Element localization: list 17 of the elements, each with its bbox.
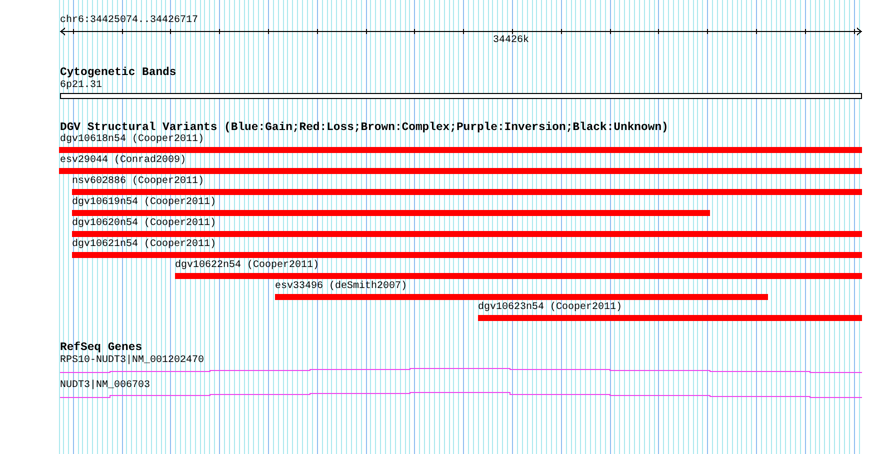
gene-label: RPS10-NUDT3|NM_001202470: [60, 355, 204, 367]
variant-label: dgv10622n54 (Cooper2011): [175, 260, 320, 272]
band-label: 6p21.31: [60, 80, 102, 92]
coordinate-range-label: chr6:34425074..34426717: [60, 15, 198, 27]
variant-label: dgv10623n54 (Cooper2011): [478, 302, 622, 314]
variant-label: dgv10620n54 (Cooper2011): [72, 218, 216, 230]
tick-label: 34426k: [493, 35, 530, 47]
variant-label: esv33496 (deSmith2007): [275, 281, 408, 293]
variant-label: esv29044 (Conrad2009): [60, 155, 186, 167]
track-title: RefSeq Genes: [60, 342, 142, 354]
gene-label: NUDT3|NM_006703: [60, 380, 150, 392]
track-title: DGV Structural Variants (Blue:Gain;Red:Loss;Brown:Complex;Purple:Inversion;Black:Unknown): [60, 122, 668, 134]
variant-label: nsv602886 (Cooper2011): [72, 176, 204, 188]
variant-label: dgv10619n54 (Cooper2011): [72, 197, 216, 209]
variant-label: dgv10618n54 (Cooper2011): [60, 134, 204, 146]
variant-label: dgv10621n54 (Cooper2011): [72, 239, 216, 251]
track-title: Cytogenetic Bands: [60, 67, 176, 80]
